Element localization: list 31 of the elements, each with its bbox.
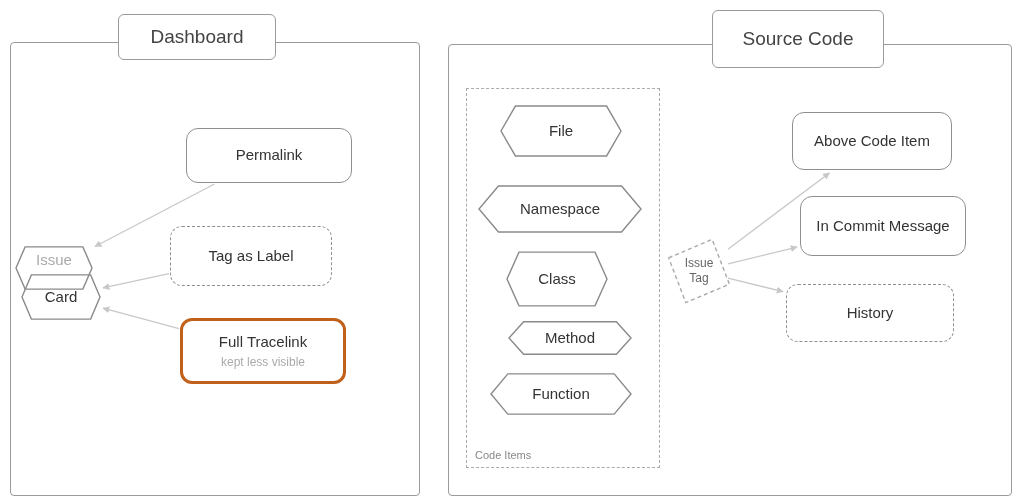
rounded-box: [186, 128, 352, 183]
rounded-box: [180, 318, 346, 384]
group-label: Code Items: [475, 447, 532, 463]
dashed-group-box: [466, 88, 660, 468]
node-label: Issue: [36, 249, 72, 270]
panel-title: Source Code: [742, 27, 854, 51]
arrow: [94, 183, 216, 248]
node-label: Permalink: [235, 145, 303, 166]
node-label: Function: [532, 383, 590, 404]
dashed-box: [170, 226, 332, 286]
node-label: Method: [544, 327, 595, 348]
arrow: [727, 172, 831, 250]
node-label: Card: [44, 286, 78, 307]
arrow: [102, 306, 180, 330]
node-label: Above Code Item: [814, 130, 930, 151]
node-label: History: [846, 302, 894, 323]
arrow: [102, 273, 170, 291]
rounded-box: [800, 196, 966, 256]
node-label: Class: [538, 268, 576, 289]
tag-label: Issue Tag: [683, 256, 715, 286]
node-subtitle: kept less visible: [220, 354, 305, 372]
node-label: File: [548, 120, 574, 141]
arrow: [727, 277, 784, 294]
node-label: Tag as Label: [208, 245, 294, 266]
panel-title: Dashboard: [150, 25, 244, 49]
node-label: Namespace: [519, 198, 600, 219]
node-label: In Commit Message: [816, 215, 950, 236]
rounded-box: [792, 112, 952, 170]
arrow: [727, 245, 798, 265]
node-label: Full Tracelink: [218, 331, 308, 352]
dashed-box: [786, 284, 954, 342]
